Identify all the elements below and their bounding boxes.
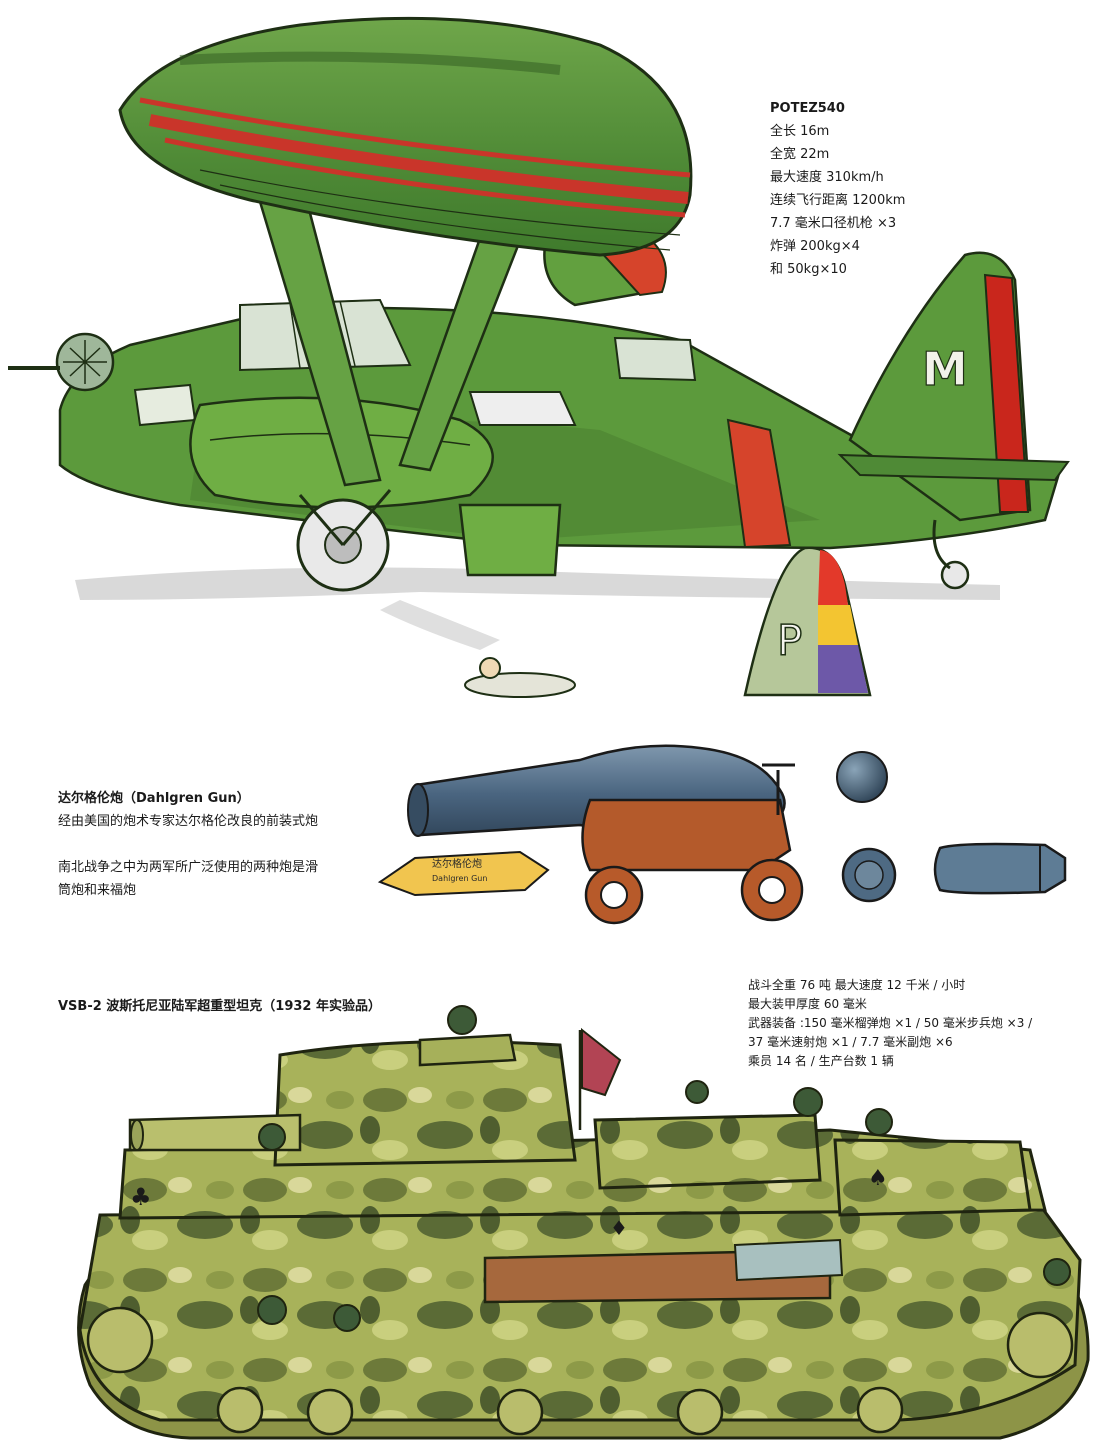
banner-cn-label: 达尔格伦炮	[432, 857, 482, 870]
club-emblem: ♣	[130, 1183, 152, 1211]
tank-spec-block: 战斗全重 76 吨 最大速度 12 千米 / 小时 最大装甲厚度 60 毫米 武…	[748, 976, 1032, 1071]
potez-title: POTEZ540	[770, 101, 845, 116]
fin-letter: P	[777, 616, 802, 665]
tank-spec-line: 武器装备 :150 毫米榴弹炮 ×1 / 50 毫米步兵炮 ×3 /	[748, 1016, 1033, 1030]
dahlgren-line: 经由美国的炮术专家达尔格伦改良的前装式炮	[58, 814, 319, 829]
triangle-marker-illustration: P	[743, 546, 872, 697]
tank-title-block: VSB-2 波斯托尼亚陆军超重型坦克（1932 年实验品）	[58, 995, 381, 1018]
potez-spec-line: 炸弹 200kg×4	[770, 239, 860, 254]
banner-en-label: Dahlgren Gun	[432, 874, 487, 883]
potez-aircraft-illustration: M	[8, 16, 1070, 698]
potez-spec-line: 全宽 22m	[770, 147, 830, 162]
dahlgren-text-block: 达尔格伦炮（Dahlgren Gun） 经由美国的炮术专家达尔格伦改良的前装式炮…	[58, 787, 378, 902]
tail-letter: M	[922, 342, 968, 396]
potez-spec-line: 7.7 毫米口径机枪 ×3	[770, 216, 897, 231]
dahlgren-title: 达尔格伦炮（Dahlgren Gun）	[58, 791, 250, 806]
tank-spec-line: 最大装甲厚度 60 毫米	[748, 997, 867, 1011]
dahlgren-line: 南北战争之中为两军所广泛使用的两种炮是滑	[58, 860, 319, 875]
tank-title: VSB-2 波斯托尼亚陆军超重型坦克（1932 年实验品）	[58, 999, 382, 1014]
spade-emblem: ♠	[868, 1166, 888, 1191]
dahlgren-line: 筒炮和来福炮	[58, 883, 137, 898]
vsb2-tank-illustration: ♣ ♠ ♦	[77, 1005, 1090, 1440]
potez-spec-line: 最大速度 310km/h	[770, 170, 884, 185]
diamond-emblem: ♦	[610, 1216, 628, 1240]
potez-spec-line: 连续飞行距离 1200km	[770, 193, 906, 208]
potez-spec-block: POTEZ540 全长 16m 全宽 22m 最大速度 310km/h 连续飞行…	[770, 97, 905, 281]
potez-spec-line: 全长 16m	[770, 124, 830, 139]
tank-spec-line: 战斗全重 76 吨 最大速度 12 千米 / 小时	[748, 978, 966, 992]
dahlgren-line-spacer	[58, 833, 378, 856]
tank-spec-line: 37 毫米速射炮 ×1 / 7.7 毫米副炮 ×6	[748, 1035, 953, 1049]
tank-spec-line: 乘员 14 名 / 生产台数 1 辆	[748, 1054, 894, 1068]
potez-spec-line: 和 50kg×10	[770, 262, 847, 277]
dahlgren-gun-illustration: 达尔格伦炮 Dahlgren Gun	[377, 744, 1067, 925]
